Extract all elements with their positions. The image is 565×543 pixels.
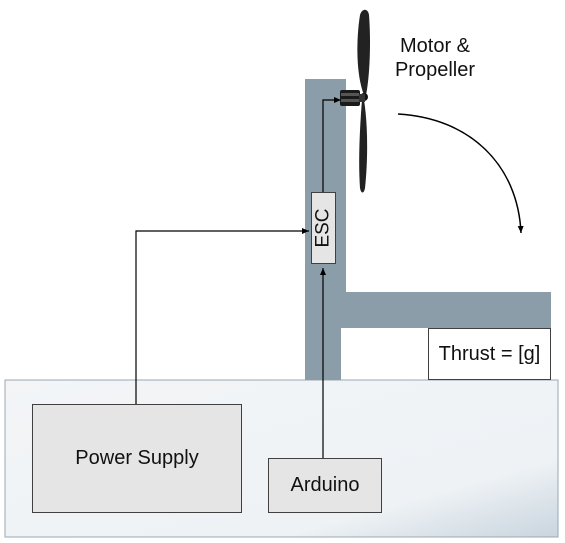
arduino-box: Arduino [268, 458, 382, 513]
power-supply-label: Power Supply [75, 447, 199, 469]
power-wire [135, 228, 309, 404]
esc-to-motor-wire [322, 97, 341, 192]
esc-label: ESC [312, 208, 334, 248]
thrust-box: Thrust = [g] [428, 328, 551, 380]
wiring [135, 97, 341, 458]
esc-box: ESC [311, 192, 336, 264]
stand-tower-upper [305, 79, 346, 196]
test-stand [305, 79, 551, 380]
stand-arm-joint [341, 196, 346, 292]
power-supply-box: Power Supply [32, 404, 242, 513]
arduino-label: Arduino [290, 474, 360, 496]
motor-icon [340, 90, 365, 106]
rotation-arrow-icon [397, 113, 524, 234]
motor-propeller-label: Motor & Propeller [380, 34, 490, 82]
stand-horizontal-arm [341, 292, 551, 328]
motor-label-line2: Propeller [394, 59, 476, 81]
thrust-label: Thrust = [g] [438, 342, 541, 365]
motor-label-line1: Motor & [399, 35, 471, 57]
